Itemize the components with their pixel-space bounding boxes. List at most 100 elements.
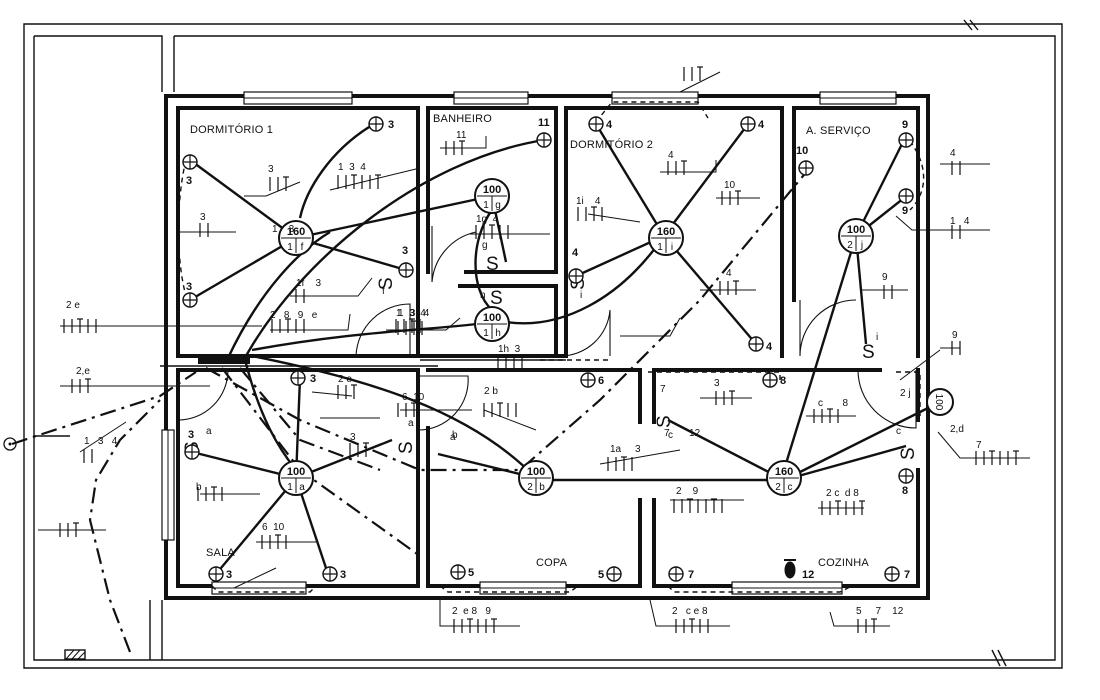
circuit-label: 2 j (900, 388, 911, 399)
outlet-symbol: 3 (398, 245, 414, 278)
outlet-circuit-number: 4 (758, 119, 765, 131)
outlet-circuit-number: 3 (226, 569, 232, 581)
circuit-label: 11 (456, 130, 467, 141)
service-entry-point (3, 437, 17, 451)
windows (161, 91, 897, 595)
conductor-ticks (397, 320, 423, 335)
light-fixture: 160 1 f (278, 220, 314, 256)
conductor-ticks (269, 176, 289, 191)
svg-text:2: 2 (847, 240, 853, 251)
svg-text:100: 100 (527, 466, 545, 478)
circuit-label: 2 e (338, 374, 352, 385)
svg-text:S: S (376, 277, 397, 290)
outlet-symbol: 11 (536, 117, 552, 148)
svg-text:100: 100 (287, 466, 305, 478)
outlet-symbol: 10 (796, 145, 814, 176)
svg-text:i: i (580, 290, 582, 301)
circuit-label: 2 e 8 9 (452, 606, 491, 617)
light-fixture: 100 1 h (474, 306, 510, 342)
circuit-label: 1i 4 (576, 196, 601, 207)
light-fixture: 100 2 b (518, 460, 554, 496)
outlet-symbol: 9 (898, 119, 914, 148)
light-fixture: 100 1 g (474, 178, 510, 214)
conductor-ticks (83, 449, 93, 463)
circuit-label: 7 12 (664, 428, 701, 439)
circuit-label: 2 e (66, 300, 80, 311)
svg-text:S: S (396, 441, 417, 454)
svg-text:h: h (480, 290, 486, 301)
conductor-ticks (71, 378, 91, 393)
conductor-ticks (59, 522, 79, 537)
outlet-symbol: 5 (450, 564, 474, 580)
circuit-label: 3 (350, 432, 356, 443)
svg-text:2: 2 (527, 482, 533, 493)
light-fixture: 100 1 a (278, 460, 314, 496)
svg-text:h: h (495, 328, 501, 339)
switch: S a (396, 418, 417, 454)
outlet-circuit-number: 3 (388, 119, 394, 131)
svg-text:100: 100 (483, 184, 501, 196)
conductor-ticks (349, 442, 369, 457)
wall-light-fixture: 100 2,d (926, 388, 964, 435)
svg-text:c: c (668, 430, 673, 441)
switch: b (452, 430, 458, 441)
circuit-label: b (196, 482, 202, 493)
circuit-label: 2 b (484, 386, 498, 397)
svg-text:160: 160 (287, 226, 305, 238)
conductor-ticks (673, 498, 723, 513)
svg-text:100: 100 (483, 312, 501, 324)
light-fixture: 100 2 j (838, 218, 874, 254)
circuit-label: 5 7 12 (856, 606, 904, 617)
svg-text:1: 1 (483, 328, 489, 339)
switch: S h (480, 288, 503, 309)
outlet-circuit-number: 6 (598, 375, 604, 387)
outlet-symbol: 3 (322, 566, 346, 582)
svg-text:S: S (898, 447, 919, 460)
svg-text:f: f (382, 286, 385, 297)
circuit-label: 1 3 4 (396, 308, 430, 319)
svg-text:S: S (654, 415, 675, 428)
circuit-label: 9 (882, 272, 888, 283)
outlet-circuit-number: 5 (468, 567, 474, 579)
svg-text:1: 1 (657, 242, 663, 253)
conductor-ticks (883, 285, 893, 299)
svg-text:a: a (299, 482, 305, 493)
circuit-label: c 8 (818, 398, 848, 409)
conductor-ticks (497, 354, 523, 369)
conductor-ticks (475, 224, 509, 239)
circuit-label: 4 (950, 148, 956, 159)
circuit-label: 10 (724, 180, 736, 191)
outlet-symbol: 7 (884, 566, 910, 582)
circuit-label: 4 (726, 268, 732, 279)
room-area-servico: A. SERVIÇO (806, 125, 871, 137)
room-banheiro: BANHEIRO (433, 113, 492, 125)
circuit-label: 1g 4 (476, 214, 499, 225)
conductor-ticks (683, 66, 703, 81)
circuit-label: a (450, 432, 456, 443)
outlet-circuit-number: 8 (902, 485, 908, 497)
conductor-ticks (721, 190, 741, 205)
outlet-symbol: 12 (784, 559, 814, 581)
svg-text:b: b (539, 482, 545, 493)
conductor-ticks (199, 223, 209, 237)
conductor-ticks (295, 289, 305, 303)
conductor-ticks (715, 390, 735, 405)
conductor-ticks (813, 408, 839, 423)
svg-text:2,d: 2,d (950, 424, 964, 435)
svg-text:1: 1 (287, 242, 293, 253)
outlet-symbol: 3 (368, 116, 394, 132)
conductor-ticks (337, 384, 357, 399)
outlet-symbol: 3 (182, 154, 198, 187)
conductor-ticks (607, 456, 633, 471)
distribution-panel (198, 356, 250, 364)
svg-text:2: 2 (775, 482, 781, 493)
conductor-ticks (577, 206, 603, 221)
circuit-label: 2 c e 8 (672, 606, 708, 617)
outlet-circuit-number: 8 (780, 375, 786, 387)
conductor-ticks (951, 161, 961, 175)
conductor-runs (189, 122, 937, 575)
outlet-symbol: 4 (568, 247, 584, 284)
conductor-ticks (445, 140, 465, 155)
